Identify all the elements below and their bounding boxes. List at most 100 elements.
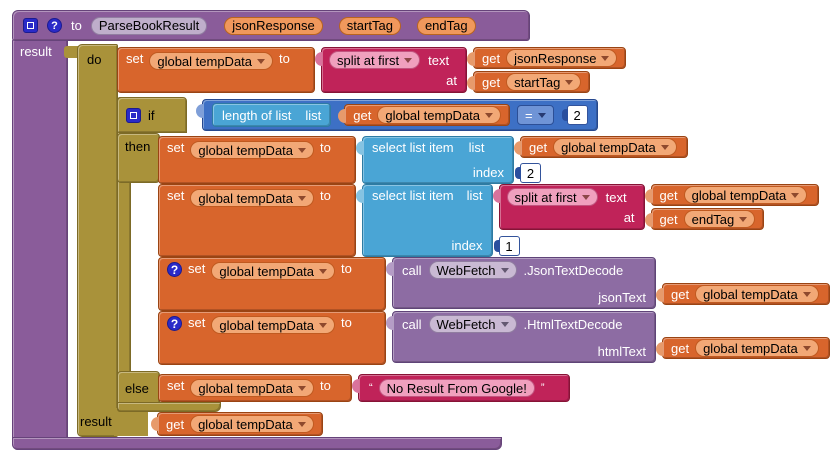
variable-dropdown[interactable]: global tempData — [211, 262, 336, 280]
get-tempData-block[interactable]: get global tempData — [656, 283, 830, 305]
variable-dropdown[interactable]: global tempData — [190, 379, 315, 397]
string-value[interactable]: No Result From Google! — [378, 379, 535, 397]
set-label: set — [188, 261, 206, 276]
split-mode-dropdown[interactable]: split at first — [506, 188, 598, 206]
variable-name: jsonResponse — [514, 50, 597, 66]
variable-name: global tempData — [561, 139, 656, 155]
variable-dropdown[interactable]: global tempData — [683, 186, 808, 204]
variable-name: global tempData — [703, 340, 798, 356]
operator-dropdown[interactable]: = — [517, 105, 554, 125]
variable-dropdown[interactable]: global tempData — [211, 316, 336, 334]
collapse-icon[interactable] — [23, 18, 38, 33]
number-block[interactable]: 2 — [561, 105, 588, 125]
index-socket-label: index — [451, 238, 483, 253]
param-socket-label: htmlText — [597, 344, 646, 359]
procedure-header[interactable]: ? to ParseBookResult jsonResponse startT… — [12, 10, 530, 41]
method-name: .HtmlTextDecode — [523, 316, 623, 332]
statement-html-decode[interactable]: ? set global tempData to call WebFetch .… — [158, 311, 830, 365]
chevron-down-icon — [298, 195, 307, 201]
number-block[interactable]: 2 — [515, 163, 541, 183]
get-tempData-block[interactable]: get global tempData — [338, 104, 511, 126]
select-list-item-label: select list item — [372, 188, 454, 203]
variable-dropdown[interactable]: global tempData — [695, 339, 819, 357]
procedure-block-left-column[interactable] — [12, 39, 68, 450]
set-variable-block[interactable]: set global tempData to — [158, 184, 356, 257]
param-chip-endTag[interactable]: endTag — [416, 16, 476, 35]
statement-else-set[interactable]: set global tempData to “ No Result From … — [158, 374, 570, 402]
help-icon[interactable]: ? — [47, 18, 62, 33]
component-dropdown[interactable]: WebFetch — [428, 315, 517, 333]
variable-dropdown[interactable]: global tempData — [190, 415, 314, 433]
variable-dropdown[interactable]: global tempData — [377, 106, 502, 124]
variable-dropdown[interactable]: global tempData — [553, 138, 677, 156]
chevron-down-icon — [404, 57, 413, 63]
chevron-down-icon — [581, 194, 590, 200]
variable-name: global tempData — [691, 187, 787, 203]
result-get-block[interactable]: get global tempData — [151, 412, 323, 436]
param-chip-jsonResponse[interactable]: jsonResponse — [224, 16, 323, 35]
get-jsonResponse-block[interactable]: get jsonResponse — [466, 47, 627, 69]
get-startTag-block[interactable]: get startTag — [466, 71, 591, 93]
get-tempData-block[interactable]: get global tempData — [644, 184, 819, 206]
length-of-list-block[interactable]: length of list list — [212, 103, 332, 127]
if-block-header[interactable]: if — [117, 97, 187, 133]
call-method-block[interactable]: call WebFetch .JsonTextDecode jsonText — [386, 257, 656, 309]
select-list-item-block[interactable]: select list item list index — [356, 184, 493, 257]
then-label: then — [125, 139, 151, 154]
statement-set-split-json[interactable]: set global tempData to split at first te… — [117, 47, 627, 93]
call-method-block[interactable]: call WebFetch .HtmlTextDecode htmlText — [386, 311, 656, 363]
variable-dropdown[interactable]: global tempData — [190, 141, 315, 159]
list-socket-label: list — [468, 140, 485, 155]
equals-comparison-block[interactable]: length of list list get global tempData … — [196, 99, 598, 131]
get-endTag-block[interactable]: get endTag — [644, 208, 765, 230]
variable-dropdown[interactable]: jsonResponse — [506, 49, 618, 67]
variable-dropdown[interactable]: global tempData — [190, 189, 315, 207]
procedure-result-socket-label: result — [20, 44, 52, 59]
text-string-block[interactable]: “ No Result From Google! ” — [352, 374, 570, 402]
component-name: WebFetch — [436, 316, 496, 332]
chevron-down-icon — [802, 291, 811, 297]
variable-dropdown[interactable]: endTag — [683, 210, 756, 228]
chevron-down-icon — [791, 192, 800, 198]
open-quote: “ — [369, 382, 373, 394]
component-dropdown[interactable]: WebFetch — [428, 261, 517, 279]
warning-help-icon[interactable]: ? — [167, 262, 182, 277]
warning-help-icon[interactable]: ? — [167, 316, 182, 331]
do-result-block-gutter[interactable] — [77, 44, 118, 437]
set-variable-block[interactable]: set global tempData to — [158, 136, 356, 184]
statement-json-decode[interactable]: ? set global tempData to call WebFetch .… — [158, 257, 830, 311]
set-variable-block[interactable]: set global tempData to — [117, 47, 315, 93]
statement-select-split[interactable]: set global tempData to select list item … — [158, 184, 819, 257]
get-tempData-block[interactable]: get global tempData — [514, 136, 688, 158]
param-chip-startTag[interactable]: startTag — [338, 16, 401, 35]
get-label: get — [671, 286, 690, 302]
if-collapse-icon[interactable] — [126, 107, 141, 123]
number-block[interactable]: 1 — [493, 236, 520, 256]
variable-dropdown[interactable]: global tempData — [149, 52, 274, 70]
select-list-item-block[interactable]: select list item list index — [356, 136, 514, 184]
set-variable-block[interactable]: ? set global tempData to — [158, 257, 386, 311]
chevron-down-icon — [601, 55, 610, 61]
chevron-down-icon — [537, 112, 546, 118]
chevron-down-icon — [565, 79, 574, 85]
statement-select-item[interactable]: set global tempData to select list item … — [158, 136, 688, 184]
split-mode-dropdown[interactable]: split at first — [329, 51, 421, 69]
list-socket-label: list — [466, 188, 483, 203]
variable-dropdown[interactable]: startTag — [506, 73, 582, 91]
get-label: get — [166, 416, 185, 432]
split-at-first-block[interactable]: split at first text at — [315, 47, 467, 93]
variable-dropdown[interactable]: global tempData — [695, 285, 819, 303]
split-at-first-block[interactable]: split at first text at — [492, 184, 645, 230]
close-quote: ” — [540, 382, 545, 394]
procedure-block-bottom-bar[interactable] — [12, 437, 502, 450]
get-tempData-block[interactable]: get global tempData — [656, 337, 830, 359]
component-name: WebFetch — [436, 262, 496, 278]
set-variable-block[interactable]: ? set global tempData to — [158, 311, 386, 365]
chevron-down-icon — [297, 421, 306, 427]
result-row-bridge — [114, 408, 148, 436]
text-socket-label: text — [605, 189, 627, 205]
to-label: to — [341, 261, 352, 276]
set-variable-block[interactable]: set global tempData to — [158, 374, 352, 402]
procedure-name-chip[interactable]: ParseBookResult — [90, 16, 208, 35]
